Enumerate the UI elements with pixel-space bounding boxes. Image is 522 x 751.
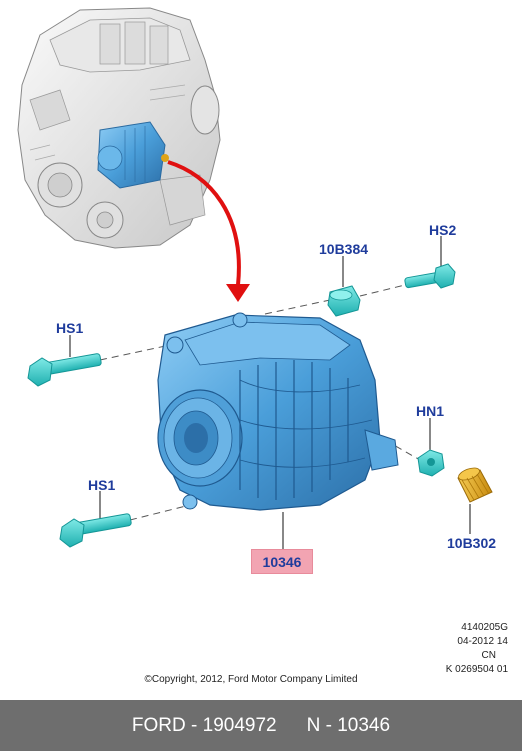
callout-hn1: HN1: [416, 403, 445, 419]
engine-alternator-highlight: [97, 121, 169, 189]
red-arrow-icon: [167, 160, 250, 302]
spacer-10b384: [327, 285, 361, 317]
footer-bar: FORD - 1904972 N - 10346: [0, 700, 522, 751]
callout-10b302: 10B302: [447, 535, 497, 551]
reference-date: 04-2012 14: [457, 636, 508, 647]
bolt-hs1-top: [27, 353, 102, 387]
bolt-hs1-bottom: [59, 513, 132, 548]
callout-hs1-top: HS1: [56, 320, 84, 336]
cap-10b302: [457, 467, 493, 503]
nut-hn1: [417, 449, 445, 477]
reference-sheet: K 0269504 01: [445, 664, 508, 675]
footer-part-number: N - 10346: [306, 714, 391, 736]
callout-hs1-bottom: HS1: [88, 477, 116, 493]
reference-region: CN: [481, 650, 496, 661]
main-part-number-label: 10346: [251, 549, 313, 574]
footer-ford-number: FORD - 1904972: [131, 714, 277, 736]
copyright-notice: ©Copyright, 2012, Ford Motor Company Lim…: [144, 674, 358, 685]
stud-hs2: [404, 263, 456, 289]
alternator-main-part: [157, 312, 399, 511]
reference-code: 4140205G: [461, 622, 508, 633]
callout-10b384: 10B384: [319, 241, 369, 257]
exploded-parts-diagram: [17, 7, 493, 549]
leader-lines: [69, 236, 471, 549]
callout-hs2: HS2: [429, 222, 457, 238]
